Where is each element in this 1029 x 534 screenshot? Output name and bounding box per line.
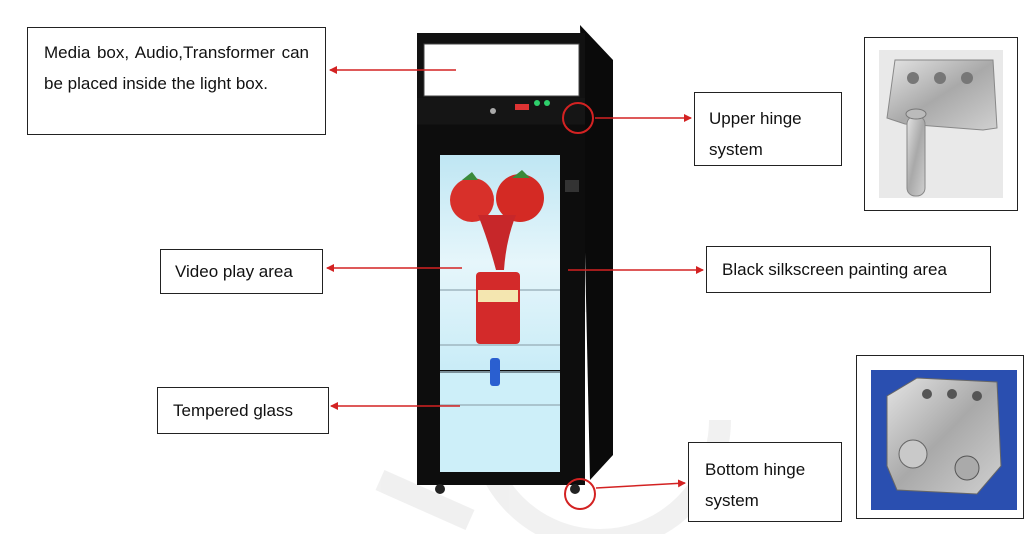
- refrigerator: [417, 25, 613, 494]
- callout-bottom-hinge-text: Bottom hinge system: [705, 460, 806, 510]
- callout-tempered-glass-text: Tempered glass: [173, 401, 294, 420]
- upper-hinge-image: [879, 50, 1003, 198]
- callout-media-box: Media box, Audio,Transformer can be plac…: [27, 27, 326, 135]
- bottom-hinge-marker: [564, 478, 596, 510]
- bottom-hinge-image: [871, 370, 1017, 510]
- callout-media-box-text: Media box, Audio,Transformer can be plac…: [44, 43, 309, 93]
- callout-video-area: Video play area: [160, 249, 323, 294]
- arrow-bottom-hinge: [595, 479, 686, 489]
- callout-upper-hinge-text: Upper hinge system: [709, 109, 802, 159]
- bottom-hinge-photo: [856, 355, 1024, 519]
- callout-upper-hinge: Upper hinge system: [694, 92, 842, 166]
- callout-black-silkscreen: Black silkscreen painting area: [706, 246, 991, 293]
- drink-can: [476, 272, 520, 344]
- tomato-right: [496, 174, 544, 222]
- control-panel: [417, 98, 585, 124]
- tomato-left: [450, 178, 494, 222]
- lower-glass: [440, 372, 560, 472]
- upper-hinge-photo: [864, 37, 1018, 211]
- callout-bottom-hinge: Bottom hinge system: [688, 442, 842, 522]
- callout-video-area-text: Video play area: [175, 262, 293, 281]
- callout-tempered-glass: Tempered glass: [157, 387, 329, 434]
- callout-black-silkscreen-text: Black silkscreen painting area: [722, 260, 947, 279]
- upper-hinge-marker: [562, 102, 594, 134]
